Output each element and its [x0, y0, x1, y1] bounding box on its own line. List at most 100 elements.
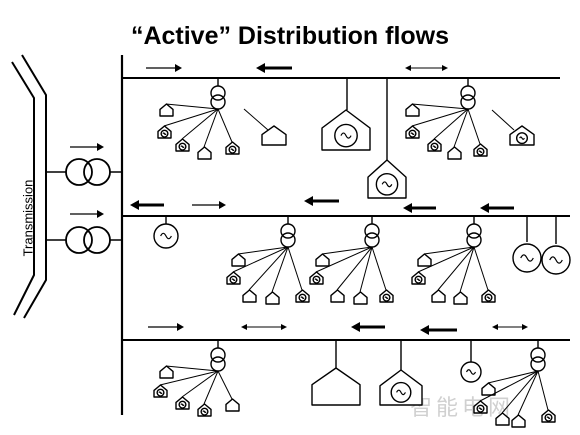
- grid-transformer: [65, 158, 111, 186]
- arrow-head: [522, 324, 528, 330]
- transformer-symbol: [210, 347, 226, 372]
- house-load-symbol: [447, 146, 462, 160]
- service-line: [479, 370, 539, 402]
- wave-glyph: [486, 296, 491, 300]
- wave-glyph: [549, 256, 563, 264]
- diagram-title: “Active” Distribution flows: [130, 22, 450, 50]
- service-line: [163, 108, 219, 127]
- service-line: [203, 108, 219, 148]
- power-flow-arrow: [403, 203, 436, 213]
- power-flow-arrow: [70, 210, 104, 218]
- house-outline: [511, 414, 526, 428]
- house-load-symbol: [159, 103, 174, 117]
- transformer-symbol: [460, 85, 476, 110]
- wave-glyph: [520, 254, 534, 262]
- wave-glyph: [180, 403, 185, 407]
- arrow-head: [281, 324, 287, 330]
- arrow-head: [256, 63, 265, 73]
- wave-glyph: [416, 278, 421, 282]
- power-flow-arrow: [256, 63, 292, 73]
- arrow-head: [304, 196, 313, 206]
- house-load-symbol: [431, 289, 446, 303]
- house-outline: [405, 103, 420, 117]
- generator-symbol: [544, 413, 553, 422]
- service-line: [433, 108, 469, 140]
- house-outline: [417, 253, 432, 267]
- house-load-symbol: [159, 365, 174, 379]
- service-line: [417, 246, 475, 273]
- service-line: [181, 108, 219, 140]
- wave-glyph: [160, 232, 172, 240]
- service-line: [459, 246, 475, 293]
- generator-symbol: [229, 275, 238, 284]
- wave-glyph: [180, 145, 185, 149]
- house-outline: [453, 291, 468, 305]
- house-outline: [431, 289, 446, 303]
- house-outline: [330, 289, 345, 303]
- generator-symbol: [200, 407, 209, 416]
- generator-symbol: [375, 172, 399, 196]
- house-load-symbol: [330, 289, 345, 303]
- generator-symbol: [160, 129, 169, 138]
- wave-glyph: [340, 132, 352, 139]
- house-load-symbol: [261, 125, 287, 146]
- transformer-symbol: [280, 223, 296, 248]
- service-line: [487, 370, 539, 384]
- arrow-head: [420, 325, 429, 335]
- arrow-head: [177, 323, 184, 331]
- house-load-symbol: [511, 414, 526, 428]
- arrow-head: [492, 324, 498, 330]
- generator-symbol: [476, 404, 485, 413]
- service-line: [232, 246, 289, 273]
- generator-symbol: [484, 293, 493, 302]
- service-line: [336, 246, 373, 291]
- service-line: [217, 108, 233, 143]
- arrow-head: [241, 324, 247, 330]
- service-line: [423, 246, 475, 255]
- house-outline: [225, 398, 240, 412]
- wave-glyph: [478, 407, 483, 411]
- generator-symbol: [390, 381, 412, 403]
- wave-glyph: [300, 296, 305, 300]
- house-load-symbol: [231, 253, 246, 267]
- power-flow-arrow: [192, 201, 226, 209]
- transformer-symbol: [466, 223, 482, 248]
- wave-glyph: [230, 148, 235, 152]
- wave-glyph: [546, 416, 551, 420]
- service-line: [203, 370, 219, 405]
- power-flow-arrow: [148, 323, 184, 331]
- house-load-symbol: [197, 146, 212, 160]
- watermark: 智能电网: [410, 395, 515, 420]
- generator-symbol: [334, 123, 358, 148]
- wave-glyph: [231, 278, 236, 282]
- generator-symbol: [515, 132, 529, 145]
- house-outline: [197, 146, 212, 160]
- power-flow-arrow: [70, 143, 104, 151]
- generator-symbol: [408, 129, 417, 138]
- arrow-head: [403, 203, 412, 213]
- wave-glyph: [410, 132, 415, 136]
- service-line: [437, 246, 475, 291]
- service-line: [411, 108, 469, 127]
- bidirectional-arrow: [492, 324, 528, 330]
- house-outline: [159, 365, 174, 379]
- generator-symbol: [460, 361, 482, 383]
- wave-glyph: [432, 145, 437, 149]
- house-load-symbol: [225, 398, 240, 412]
- house-load-symbol: [417, 253, 432, 267]
- generator-symbol: [298, 293, 307, 302]
- house-outline: [242, 289, 257, 303]
- wave-glyph: [158, 391, 163, 395]
- service-line: [473, 246, 489, 291]
- service-line: [243, 108, 269, 131]
- transmission-line: [21, 54, 47, 319]
- wave-glyph: [381, 181, 393, 188]
- generator-symbol: [228, 145, 237, 154]
- house-outline: [265, 291, 280, 305]
- wave-glyph: [202, 410, 207, 414]
- house-outline: [261, 125, 287, 146]
- arrow-head: [351, 322, 360, 332]
- wave-glyph: [478, 150, 483, 154]
- service-line: [181, 370, 219, 398]
